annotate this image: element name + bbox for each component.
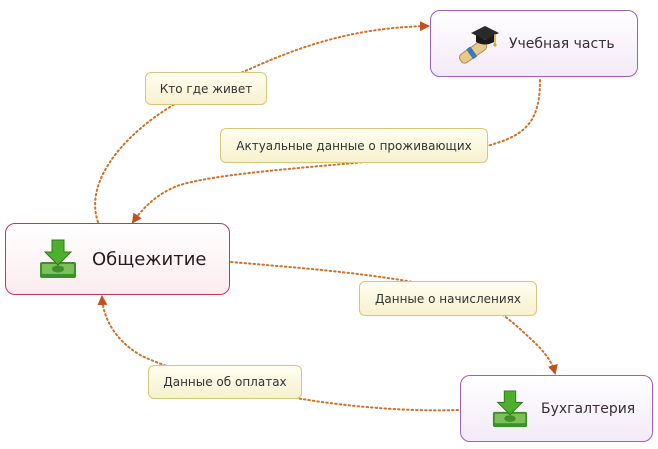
dormitory-label: Общежитие <box>92 248 207 270</box>
edge-label-payments[interactable]: Данные об оплатах <box>148 365 302 399</box>
dormitory-node[interactable]: Общежитие <box>5 223 230 295</box>
accounting-node[interactable]: Бухгалтерия <box>460 375 653 442</box>
edge-label-who-lives-where[interactable]: Кто где живет <box>145 72 267 105</box>
edge-label-text: Данные об оплатах <box>163 375 287 389</box>
edge-label-charges[interactable]: Данные о начислениях <box>359 281 537 316</box>
edge-label-text: Данные о начислениях <box>375 291 521 306</box>
accounting-label: Бухгалтерия <box>541 400 636 417</box>
money-download-icon <box>40 239 76 278</box>
graduation-cap-diploma-icon <box>458 25 499 64</box>
connector-charges <box>230 261 558 375</box>
connector-payments <box>97 295 459 412</box>
study-office-node[interactable]: Учебная часть <box>430 10 638 77</box>
connector-who-lives-where <box>94 21 430 223</box>
money-download-icon <box>492 389 528 427</box>
connector-actual-residents <box>131 79 541 224</box>
edge-label-text: Кто где живет <box>159 81 253 96</box>
edge-label-text: Актуальные данные о проживающих <box>236 138 472 153</box>
study-office-label: Учебная часть <box>509 35 615 52</box>
edge-label-actual-residents[interactable]: Актуальные данные о проживающих <box>220 128 488 163</box>
